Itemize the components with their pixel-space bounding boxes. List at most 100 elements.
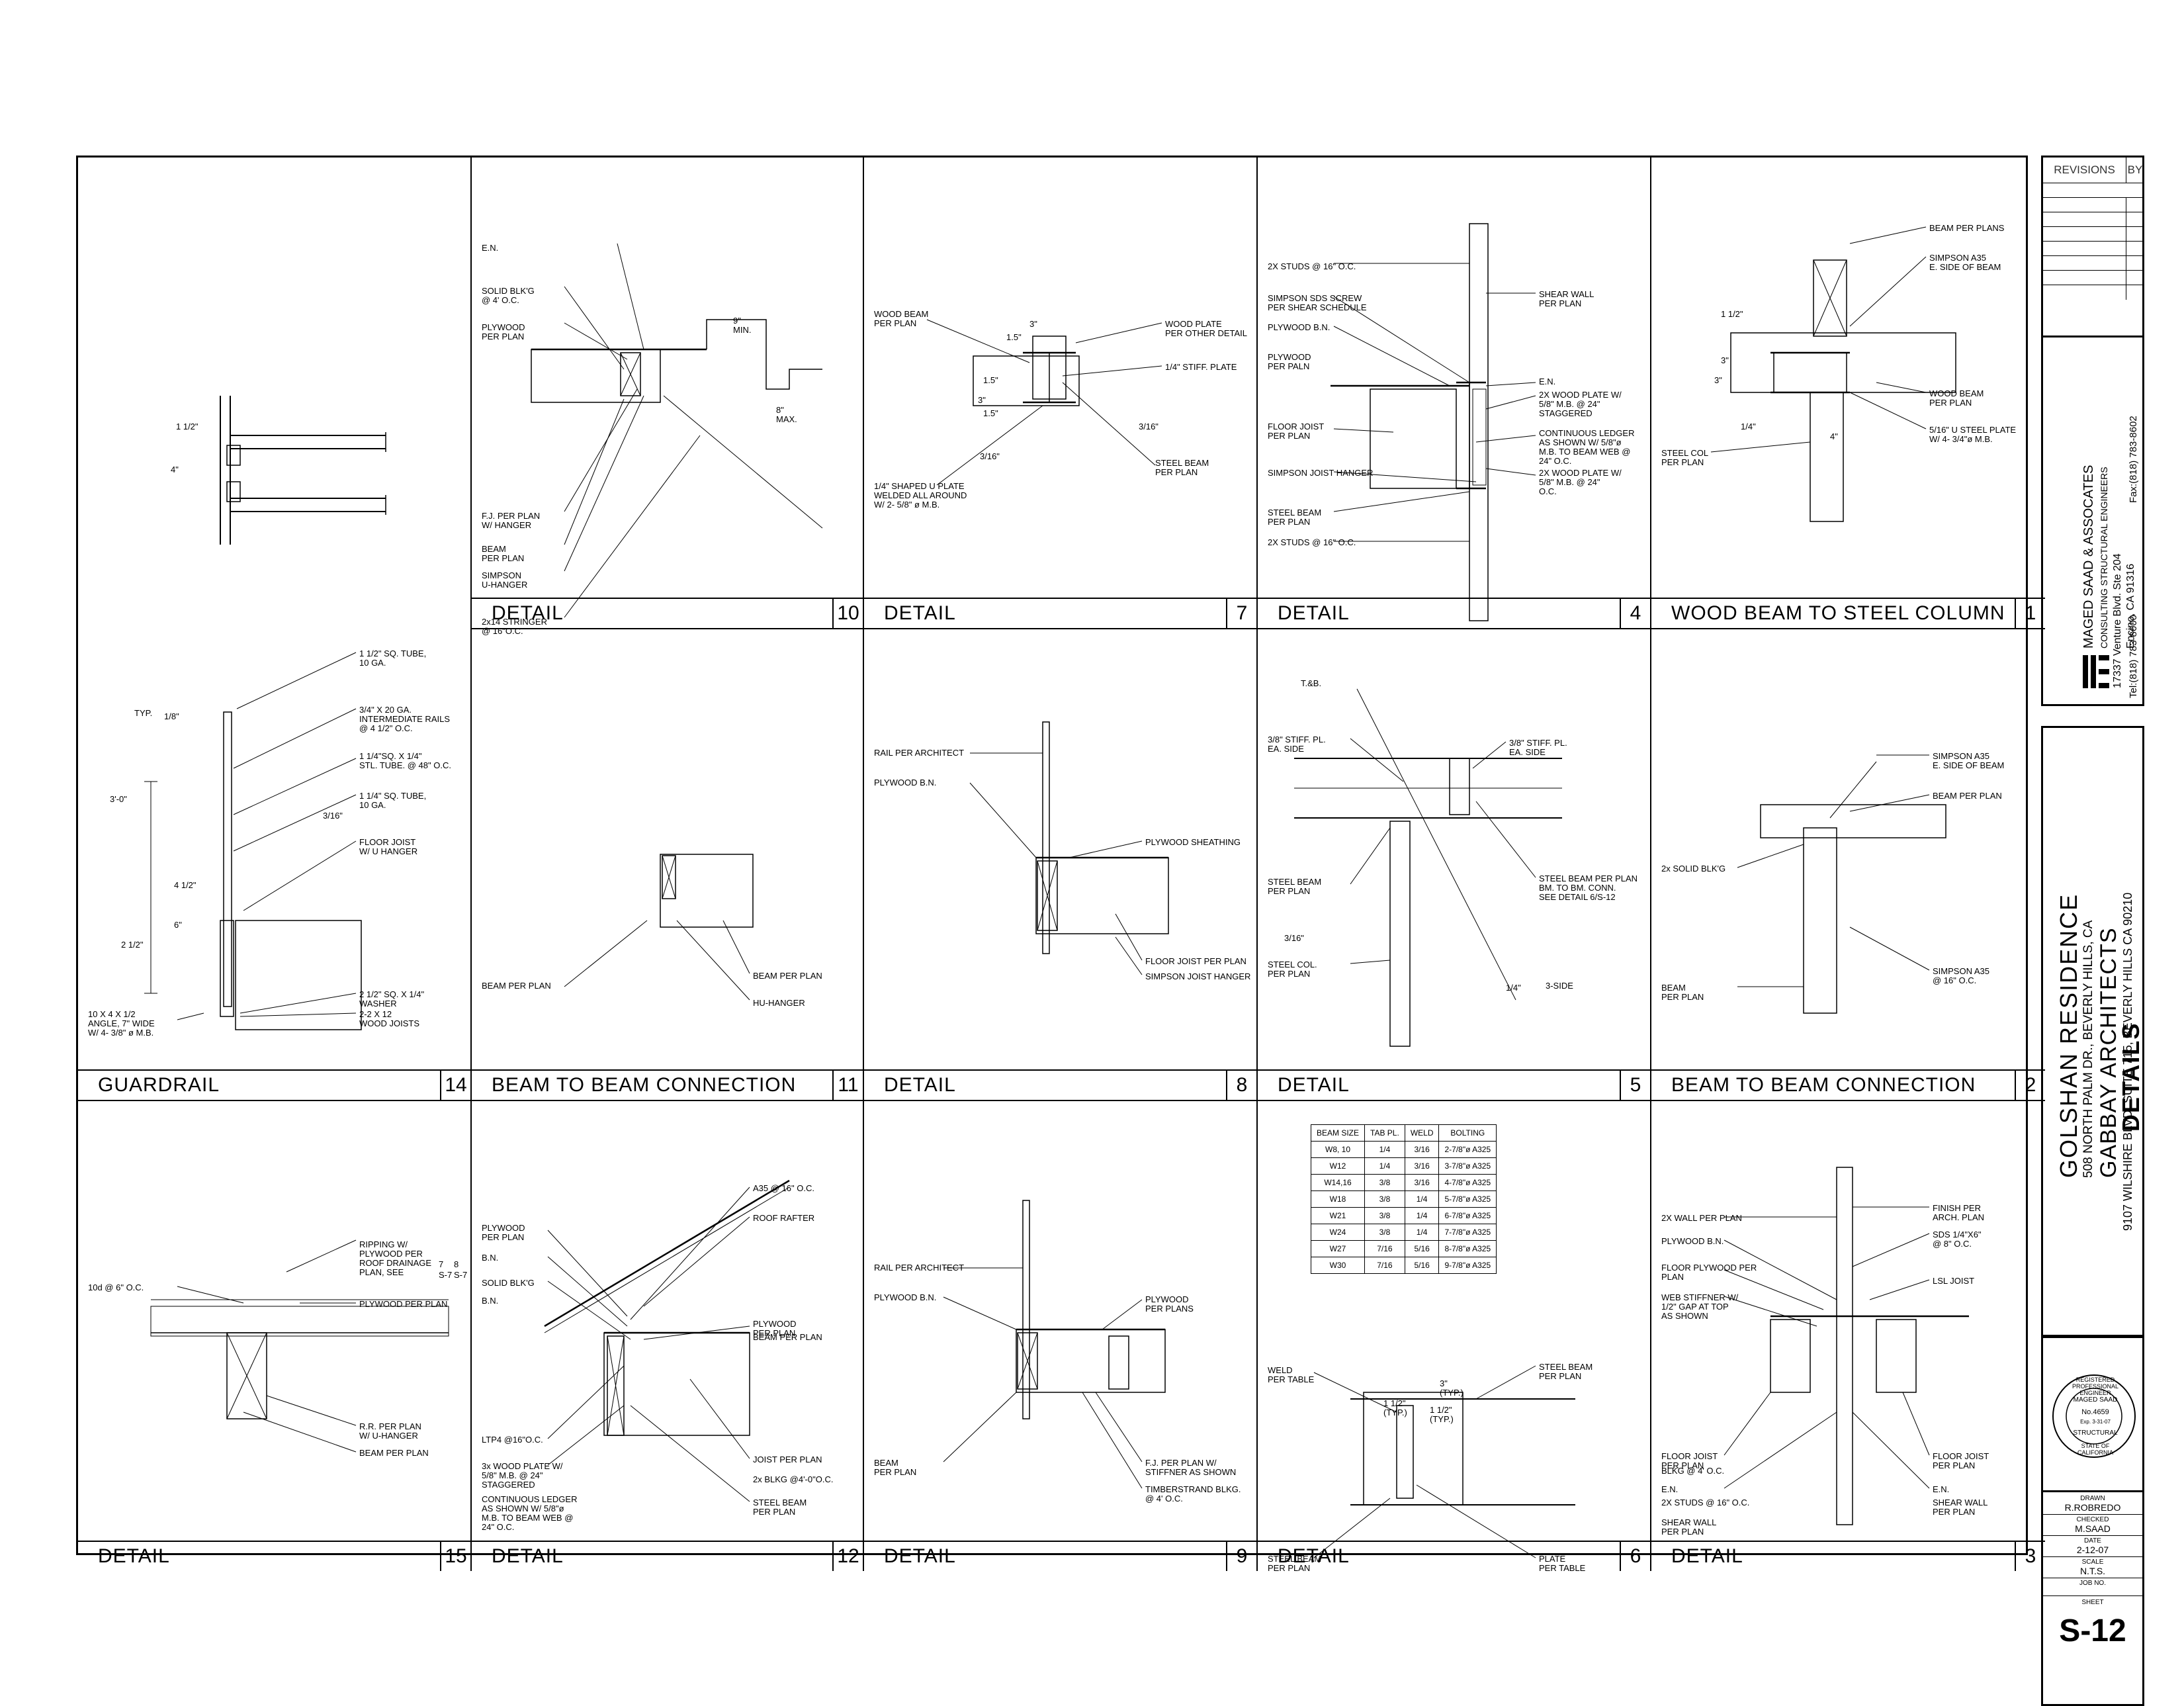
detail-title: DETAIL — [1278, 1545, 1350, 1567]
checked-label: CHECKED — [2076, 1516, 2109, 1523]
detail-panel-14: 1 1/2" SQ. TUBE, 10 GA.3/4" X 20 GA. INT… — [78, 629, 472, 1101]
callout-label: 2-2 X 12 WOOD JOISTS — [359, 1009, 419, 1028]
callout-label: PLATE PER TABLE — [1539, 1554, 1586, 1573]
callout-label: CONTINUOUS LEDGER AS SHOWN W/ 5/8"ø M.B.… — [1539, 428, 1635, 466]
callout-label: JOIST PER PLAN — [753, 1455, 822, 1464]
callout-label: 1/8" — [164, 711, 179, 721]
callout-label: PLYWOOD PER PLAN — [359, 1299, 448, 1309]
callout-label: WEB STIFFNER W/ 1/2" GAP AT TOP AS SHOWN — [1661, 1292, 1739, 1321]
callout-label: BEAM PER PLAN — [359, 1448, 429, 1458]
callout-label: 5/16" U STEEL PLATE W/ 4- 3/4"ø M.B. — [1929, 425, 2017, 444]
detail-title-bar: DETAIL 3 — [1651, 1541, 2045, 1571]
schedule-cell: 7-7/8"ø A325 — [1438, 1224, 1497, 1241]
schedule-cell: W18 — [1310, 1190, 1366, 1208]
detail-title: DETAIL — [1671, 1545, 1743, 1567]
drawn-value: R.ROBREDO — [2043, 1502, 2142, 1515]
callout-label: 3/16" — [980, 451, 1000, 461]
schedule-cell: W12 — [1310, 1157, 1366, 1175]
callout-label: 2X WOOD PLATE W/ 5/8" M.B. @ 24" O.C. — [1539, 468, 1622, 496]
callout-label: S-7 — [439, 1270, 453, 1280]
callout-label: 3" (TYP.) — [1440, 1378, 1463, 1398]
detail-drawing: 2X STUDS @ 16" O.C.SIMPSON SDS SCREW PER… — [1258, 157, 1650, 599]
revision-row — [2043, 285, 2144, 300]
callout-label: 2x BLKG @4'-0"O.C. — [753, 1474, 834, 1484]
callout-label: LTP4 @16"O.C. — [482, 1435, 543, 1445]
schedule-cell: 9-7/8"ø A325 — [1438, 1257, 1497, 1274]
schedule-cell: 7/16 — [1364, 1240, 1405, 1257]
callout-label: BEAM PER PLAN — [1661, 983, 1704, 1002]
detail-drawing: E.N.SOLID BLK'G @ 4' O.C.PLYWOOD PER PLA… — [472, 157, 863, 636]
callout-label: 1.5" — [1006, 332, 1022, 342]
detail-title: DETAIL — [884, 1074, 956, 1096]
schedule-cell: 3-7/8"ø A325 — [1438, 1157, 1497, 1175]
schedule-cell: 3/8 — [1364, 1190, 1405, 1208]
callout-label: PLYWOOD PER PLAN — [482, 1223, 525, 1242]
callout-label: FINISH PER ARCH. PLAN — [1933, 1203, 1985, 1222]
drawn-checked-block: DRAWN R.ROBREDO CHECKED M.SAAD DATE 2-12… — [2043, 1492, 2142, 1648]
project-name: GOLSHAN RESIDENCE — [2055, 893, 2082, 1178]
callout-label: PLYWOOD B.N. — [1661, 1236, 1724, 1246]
detail-panel-13: 4"1 1/2" — [78, 157, 472, 629]
detail-linework — [864, 1101, 1258, 1571]
schedule-header: TAB PL. — [1364, 1124, 1405, 1142]
sheet-label: SHEET — [2081, 1599, 2104, 1606]
callout-label: 1 1/4"SQ. X 1/4" STL. TUBE. @ 48" O.C. — [359, 751, 451, 770]
callout-label: PLYWOOD PER PLAN — [482, 322, 525, 341]
detail-number: 8 — [1226, 1071, 1256, 1100]
schedule-header: WELD — [1404, 1124, 1440, 1142]
callout-label: 3/4" X 20 GA. INTERMEDIATE RAILS @ 4 1/2… — [359, 705, 451, 733]
firm-name: MAGED SAAD & ASSOCATES — [2081, 465, 2096, 649]
callout-label: 1.5" — [983, 375, 998, 385]
detail-title: DETAIL — [98, 1545, 170, 1567]
revision-row — [2043, 226, 2144, 242]
schedule-cell: W30 — [1310, 1257, 1366, 1274]
firm-address-1: 17337 Venture Blvd. Ste 204 — [2112, 553, 2123, 688]
firm-box: MAGED SAAD & ASSOCATES CONSULTING STRUCT… — [2041, 336, 2144, 706]
detail-linework — [78, 629, 472, 1101]
schedule-cell: 3/16 — [1404, 1157, 1440, 1175]
callout-label: PLYWOOD SHEATHING — [1145, 837, 1241, 847]
sheet-number: S-12 — [2059, 1613, 2126, 1648]
detail-number: 3 — [2015, 1542, 2045, 1571]
seal-state: STATE OF CALIFORNIA — [2077, 1443, 2113, 1456]
callout-label: 2X STUDS @ 16" O.C. — [1268, 537, 1356, 547]
callout-label: STEEL BEAM PER PLAN — [1268, 877, 1322, 896]
callout-label: PLYWOOD B.N. — [874, 778, 937, 787]
detail-title: DETAIL — [492, 1545, 564, 1567]
schedule-cell: 3/16 — [1404, 1141, 1440, 1158]
firm-fax: Fax:(818) 783-8602 — [2128, 416, 2139, 503]
schedule-cell: 1/4 — [1364, 1157, 1405, 1175]
callout-label: RIPPING W/ PLYWOOD PER ROOF DRAINAGE PLA… — [359, 1239, 432, 1277]
callout-label: FLOOR JOIST W/ U HANGER — [359, 837, 418, 856]
detail-number: 7 — [1226, 599, 1256, 628]
detail-title: DETAIL — [884, 1545, 956, 1567]
callout-label: BEAM PER PLAN — [1933, 791, 2002, 801]
callout-label: BEAM PER PLAN — [482, 981, 551, 991]
detail-drawing: 1 1/2" SQ. TUBE, 10 GA.3/4" X 20 GA. INT… — [78, 629, 470, 1071]
seal-box: REGISTERED PROFESSIONAL ENGINEER MAGED S… — [2041, 1335, 2144, 1492]
callout-label: PLYWOOD PER PLANS — [1145, 1294, 1194, 1314]
schedule-cell: 8-7/8"ø A325 — [1438, 1240, 1497, 1257]
detail-linework — [472, 1101, 864, 1571]
revision-row — [2043, 270, 2144, 285]
detail-title: BEAM TO BEAM CONNECTION — [492, 1074, 797, 1096]
detail-panel-15: RIPPING W/ PLYWOOD PER ROOF DRAINAGE PLA… — [78, 1101, 472, 1571]
callout-label: STEEL BEAM PER PLAN — [1268, 1554, 1322, 1573]
seal-structural: STRUCTURAL — [2073, 1429, 2118, 1437]
callout-label: 4 1/2" — [174, 880, 197, 890]
detail-linework — [472, 629, 864, 1101]
revision-row — [2043, 241, 2144, 256]
